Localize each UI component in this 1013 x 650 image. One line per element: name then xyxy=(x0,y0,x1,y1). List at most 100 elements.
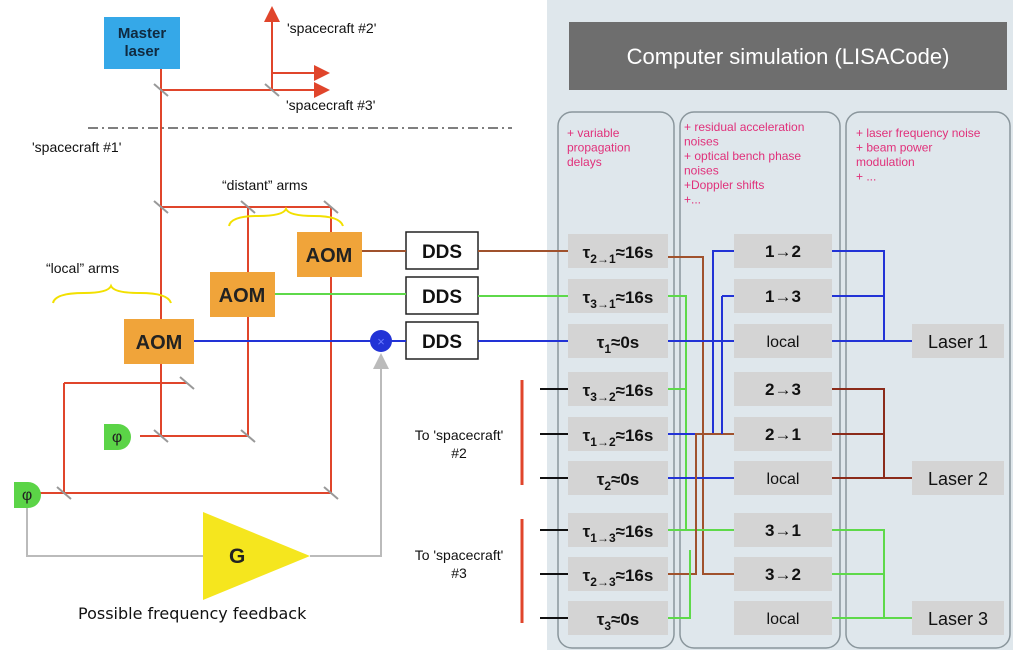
to-sc2-line2: #2 xyxy=(451,445,467,461)
note-line: + beam power xyxy=(856,141,932,155)
note-line: + laser frequency noise xyxy=(856,126,981,140)
note-line: noises xyxy=(684,164,719,178)
link-cells: 1→2 1→3 local 2→3 2→1 local 3→1 3→2 local xyxy=(734,234,832,635)
delay-cell xyxy=(568,461,668,495)
sim-column-delays xyxy=(557,111,675,649)
aom-label-2: AOM xyxy=(219,285,266,307)
link-label: 3→1 xyxy=(765,521,801,540)
spacecraft-1-label: 'spacecraft #1' xyxy=(32,139,121,155)
link-cell xyxy=(734,601,832,635)
delay-cells: τ2→1≈16s τ3→1≈16s τ1≈0s τ3→2≈16s τ1→2≈16s τ2≈… xyxy=(568,234,668,635)
delay-cell xyxy=(568,557,668,591)
link-cell xyxy=(734,234,832,268)
link-cell xyxy=(734,513,832,547)
note-line: noises xyxy=(684,135,719,149)
distant-arms-brace xyxy=(228,206,344,227)
link-cell xyxy=(734,557,832,591)
link-label: 1→2 xyxy=(765,242,801,261)
note-line: propagation xyxy=(567,141,630,155)
note-lasers: + laser frequency noise+ beam powermodul… xyxy=(856,126,981,184)
delay-cell xyxy=(568,324,668,358)
dds-label-1: DDS xyxy=(422,242,462,263)
link-cell xyxy=(734,279,832,313)
to-sc3-line1: To 'spacecraft' xyxy=(415,547,504,563)
local-arms-label: “local” arms xyxy=(46,260,119,276)
note-line: + residual acceleration xyxy=(684,120,804,134)
delay-label: τ3→2≈16s xyxy=(583,381,654,404)
note-line: + variable xyxy=(567,126,620,140)
dds-label-3: DDS xyxy=(422,332,462,353)
master-laser-box xyxy=(104,17,180,69)
sim-title-bar xyxy=(569,22,1007,90)
sim-column-lasers xyxy=(845,111,1011,649)
laser-cell xyxy=(912,461,1004,495)
link-cell xyxy=(734,417,832,451)
mixer-node xyxy=(370,330,392,352)
delay-label: τ1→3≈16s xyxy=(583,522,654,545)
phase-meter-1 xyxy=(104,424,131,450)
laser-label: Laser 2 xyxy=(928,469,988,489)
delay-cell xyxy=(568,234,668,268)
feedback-caption: Possible frequency feedback xyxy=(78,604,307,623)
delay-cell xyxy=(568,601,668,635)
delay-label: τ3≈0s xyxy=(597,610,640,633)
link-label: local xyxy=(767,471,800,488)
laser-cell xyxy=(912,601,1004,635)
gain-amplifier xyxy=(203,512,310,600)
spacecraft-3-label: 'spacecraft #3' xyxy=(286,97,375,113)
laser-cells: Laser 1 Laser 2 Laser 3 xyxy=(912,324,1004,635)
aom-box-2 xyxy=(210,272,275,317)
phase-symbol-1: φ xyxy=(112,429,122,446)
laser-cell xyxy=(912,324,1004,358)
phase-symbol-2: φ xyxy=(22,487,32,504)
delay-label: τ2≈0s xyxy=(597,470,640,493)
delay-cell xyxy=(568,279,668,313)
link-label: 1→3 xyxy=(765,287,801,306)
note-line: + ... xyxy=(856,170,876,184)
link-cell xyxy=(734,324,832,358)
delay-cell xyxy=(568,417,668,451)
delay-cell xyxy=(568,513,668,547)
link-cell xyxy=(734,461,832,495)
aom-label-3: AOM xyxy=(136,332,183,354)
delay-label: τ1→2≈16s xyxy=(583,426,654,449)
gain-label: G xyxy=(229,545,245,568)
delay-cell xyxy=(568,372,668,406)
sim-title: Computer simulation (LISACode) xyxy=(627,44,950,69)
sim-column-links xyxy=(679,111,841,649)
link-cell xyxy=(734,372,832,406)
delay-label: τ1≈0s xyxy=(597,333,640,356)
aom-box-1 xyxy=(297,232,362,277)
note-line: delays xyxy=(567,155,602,169)
delay-label: τ3→1≈16s xyxy=(583,288,654,311)
signal-wiring xyxy=(478,250,912,619)
aom-box-3 xyxy=(124,319,194,364)
link-label: 3→2 xyxy=(765,565,801,584)
local-arms-brace xyxy=(52,283,172,304)
dds-box-1 xyxy=(405,231,479,270)
link-label: 2→3 xyxy=(765,380,801,399)
to-sc3-line2: #3 xyxy=(451,565,467,581)
delay-label: τ2→1≈16s xyxy=(583,243,654,266)
delay-label: τ2→3≈16s xyxy=(583,566,654,589)
aom-label-1: AOM xyxy=(306,245,353,267)
link-label: 2→1 xyxy=(765,425,801,444)
note-line: +... xyxy=(684,193,701,207)
note-line: modulation xyxy=(856,155,915,169)
note-line: + optical bench phase xyxy=(684,149,801,163)
mixer-symbol: × xyxy=(377,334,385,349)
laser-label: Laser 1 xyxy=(928,332,988,352)
distant-arms-label: “distant” arms xyxy=(222,177,308,193)
link-label: local xyxy=(767,334,800,351)
simulation-panel: Computer simulation (LISACode) + variabl… xyxy=(478,0,1013,650)
phase-meter-2 xyxy=(14,482,41,508)
laser-label: Laser 3 xyxy=(928,609,988,629)
dds-label-2: DDS xyxy=(422,287,462,308)
to-sc2-line1: To 'spacecraft' xyxy=(415,427,504,443)
link-label: local xyxy=(767,611,800,628)
